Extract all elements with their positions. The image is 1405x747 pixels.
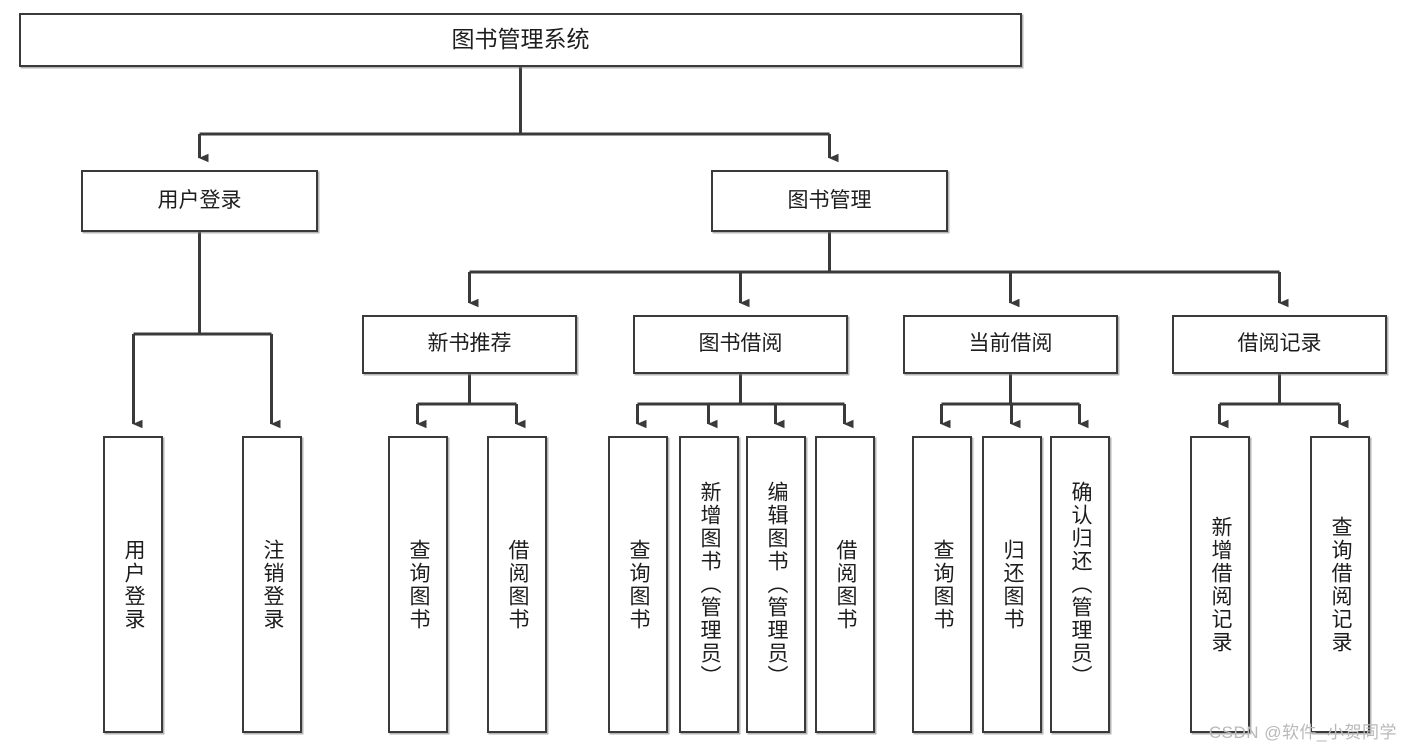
node-leaf-return-book-label: 归还图书 (1001, 538, 1025, 631)
node-leaf-user-login[interactable]: 用户登录 (103, 436, 163, 733)
node-leaf-confirm-return[interactable]: 确认归还（管理员） (1050, 436, 1110, 733)
node-leaf-borrow-book-2[interactable]: 借阅图书 (815, 436, 875, 733)
node-leaf-borrow-book-1[interactable]: 借阅图书 (487, 436, 547, 733)
node-leaf-edit-book-label: 编辑图书（管理员） (765, 481, 789, 688)
node-borrow-record-label: 借阅记录 (1237, 332, 1322, 356)
node-leaf-query-book-1[interactable]: 查询图书 (388, 436, 448, 733)
node-leaf-confirm-return-label: 确认归还（管理员） (1069, 481, 1093, 688)
node-book-manage[interactable]: 图书管理 (711, 170, 948, 232)
node-leaf-add-borrow-rec[interactable]: 新增借阅记录 (1190, 436, 1250, 733)
node-current-borrow-label: 当前借阅 (968, 332, 1053, 356)
node-borrow-record[interactable]: 借阅记录 (1172, 315, 1387, 374)
node-book-manage-label: 图书管理 (787, 188, 872, 212)
node-leaf-edit-book[interactable]: 编辑图书（管理员） (746, 436, 806, 733)
node-leaf-return-book[interactable]: 归还图书 (982, 436, 1042, 733)
node-leaf-borrow-book-1-label: 借阅图书 (506, 538, 530, 631)
node-current-borrow[interactable]: 当前借阅 (903, 315, 1118, 374)
node-user-login[interactable]: 用户登录 (81, 170, 318, 232)
node-new-book-rec[interactable]: 新书推荐 (362, 315, 577, 374)
node-leaf-query-borrow-rec-label: 查询借阅记录 (1329, 515, 1353, 654)
node-leaf-logout-login[interactable]: 注销登录 (242, 436, 302, 733)
node-root-book-management-system[interactable]: 图书管理系统 (19, 13, 1022, 67)
node-leaf-user-login-label: 用户登录 (122, 538, 146, 631)
csdn-watermark: CSDN @软件_小贺同学 (1208, 723, 1397, 742)
node-leaf-logout-login-label: 注销登录 (261, 538, 285, 631)
node-leaf-query-borrow-rec[interactable]: 查询借阅记录 (1310, 436, 1370, 733)
node-leaf-add-book[interactable]: 新增图书（管理员） (679, 436, 739, 733)
node-leaf-add-book-label: 新增图书（管理员） (698, 481, 722, 688)
node-leaf-borrow-book-2-label: 借阅图书 (834, 538, 858, 631)
node-leaf-query-book-2[interactable]: 查询图书 (608, 436, 668, 733)
node-book-borrow[interactable]: 图书借阅 (633, 315, 848, 374)
node-user-login-label: 用户登录 (157, 188, 242, 212)
node-leaf-query-book-1-label: 查询图书 (407, 538, 431, 631)
node-leaf-query-book-3-label: 查询图书 (931, 538, 955, 631)
node-new-book-rec-label: 新书推荐 (427, 332, 512, 356)
node-leaf-query-book-3[interactable]: 查询图书 (912, 436, 972, 733)
node-root-label: 图书管理系统 (451, 26, 590, 53)
node-leaf-query-book-2-label: 查询图书 (627, 538, 651, 631)
node-book-borrow-label: 图书借阅 (698, 332, 783, 356)
node-leaf-add-borrow-rec-label: 新增借阅记录 (1209, 515, 1233, 654)
